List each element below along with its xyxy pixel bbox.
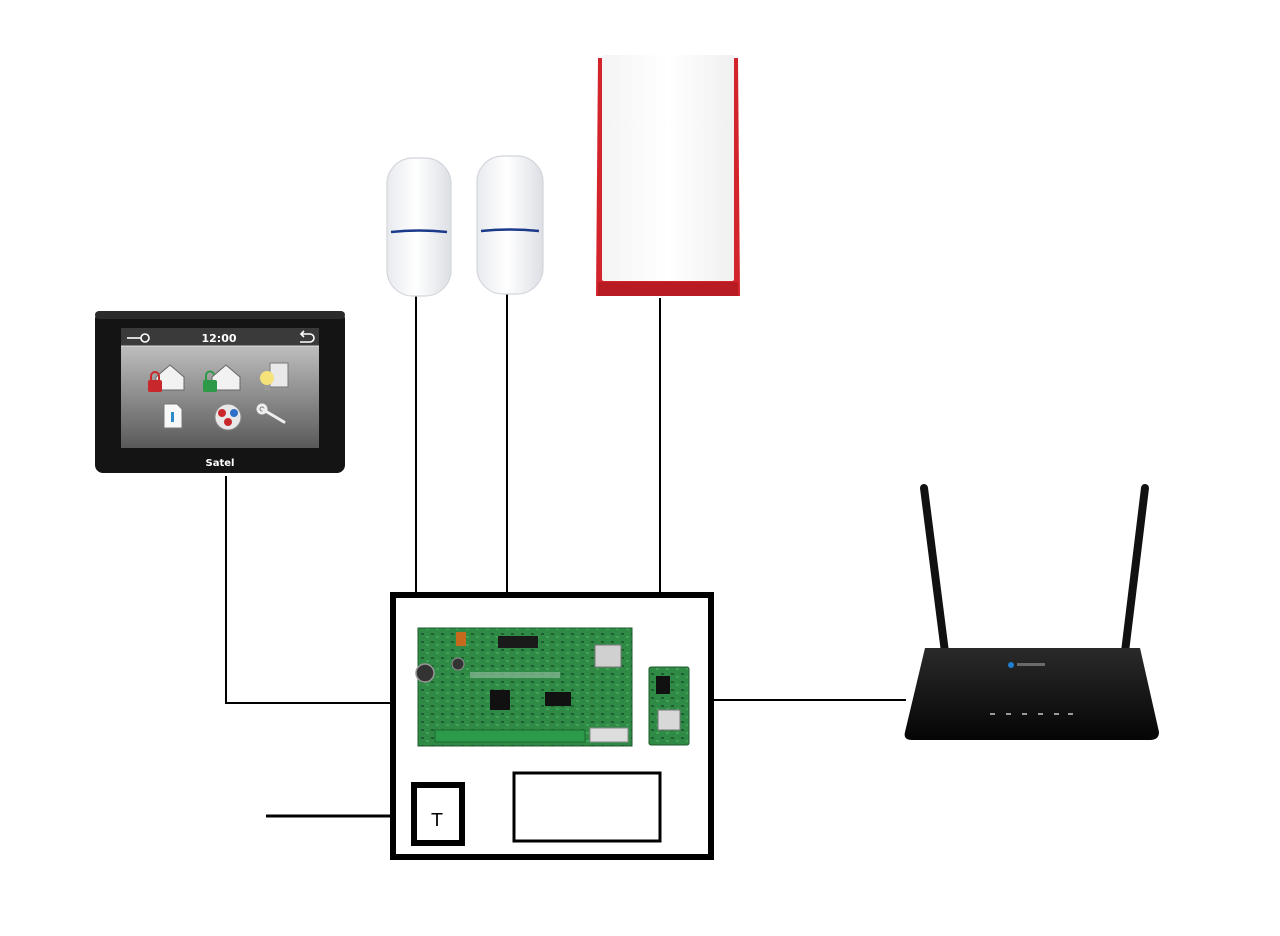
keypad-brand: Satel [206, 458, 235, 469]
connection-lines [225, 294, 906, 818]
router-antenna-left [920, 484, 950, 664]
terminal-block-icon [411, 782, 465, 846]
back-icon [299, 330, 315, 343]
lightbulb-icon [260, 362, 289, 390]
keypad-icon: 12:00 [95, 311, 345, 473]
motion-sensor-icon [386, 157, 452, 297]
battery-placeholder [512, 771, 662, 843]
router-antenna-right [1120, 484, 1149, 664]
disarm-green-icon [203, 364, 241, 392]
arm-red-icon [148, 364, 185, 392]
terminal-label: T [431, 810, 444, 831]
document-icon [163, 403, 183, 429]
router-icon [904, 484, 1159, 740]
gsm-module-icon [648, 666, 690, 746]
keypad-time: 12:00 [201, 332, 236, 345]
motion-sensor-icon [476, 155, 544, 295]
zones-icon [214, 403, 242, 431]
control-board-icon [415, 627, 633, 747]
control-cabinet: T [390, 592, 714, 860]
siren-icon [596, 55, 740, 296]
wrench-icon [256, 403, 286, 424]
keypad-wire [225, 476, 392, 704]
key-icon [127, 333, 150, 343]
